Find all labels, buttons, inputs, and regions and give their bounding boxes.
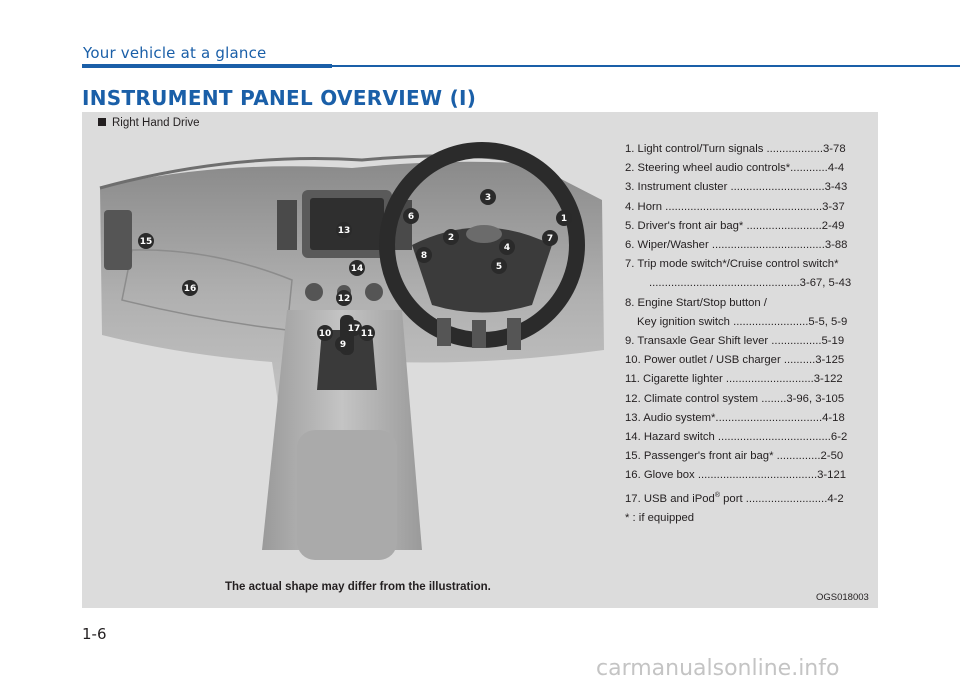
legend-item: 15. Passenger's front air bag* .........… [625, 450, 844, 463]
legend-item: 16. Glove box ..........................… [625, 469, 847, 482]
watermark: carmanualsonline.info [596, 656, 840, 681]
svg-text:2: 2 [448, 233, 454, 243]
legend-item: 11. Cigarette lighter ..................… [625, 373, 843, 386]
legend-item: 1. Light control/Turn signals ..........… [625, 143, 846, 155]
callout-7: 7 [542, 230, 558, 246]
callout-6: 6 [403, 208, 419, 224]
legend-item: 12. Climate control system ........3-96,… [625, 392, 845, 405]
callout-1: 1 [556, 210, 572, 226]
callout-3: 3 [480, 189, 496, 205]
legend-item: 9. Transaxle Gear Shift lever ..........… [625, 335, 845, 348]
svg-text:12: 12 [338, 294, 351, 304]
header-rule-thick [82, 64, 332, 68]
callout-9: 9 [335, 336, 351, 352]
svg-text:14: 14 [351, 264, 364, 274]
dashboard-illustration: 1 2 3 4 5 6 7 8 9 10 11 12 13 14 15 16 1… [99, 142, 604, 560]
left-vent [104, 210, 132, 270]
svg-text:3: 3 [485, 193, 491, 203]
legend-item: 10. Power outlet / USB charger .........… [625, 354, 845, 367]
callout-13: 13 [336, 222, 352, 238]
legend-item-continuation: Key ignition switch ....................… [637, 315, 848, 328]
legend-item: 2. Steering wheel audio controls*.......… [625, 162, 845, 175]
drive-label: Right Hand Drive [98, 117, 200, 129]
page-number: 1-6 [82, 625, 107, 643]
svg-text:9: 9 [340, 340, 346, 350]
armrest [297, 430, 397, 560]
legend-item: 8. Engine Start/Stop button / [625, 296, 767, 309]
callout-badges: 1 2 3 4 5 6 7 8 9 10 11 12 13 14 15 16 1… [138, 189, 572, 352]
pedal-3 [507, 318, 521, 350]
svg-text:17: 17 [348, 324, 361, 334]
legend-item-continuation: ........................................… [649, 277, 852, 290]
svg-text:5: 5 [496, 262, 502, 272]
callout-15: 15 [138, 233, 154, 249]
svg-text:8: 8 [421, 251, 427, 261]
svg-text:15: 15 [140, 237, 153, 247]
callout-11: 11 [359, 325, 375, 341]
registered-mark: ® [714, 491, 720, 499]
callout-14: 14 [349, 260, 365, 276]
svg-text:11: 11 [361, 329, 374, 339]
callout-5: 5 [491, 258, 507, 274]
svg-text:13: 13 [338, 226, 351, 236]
callout-2: 2 [443, 229, 459, 245]
legend-item: 17. USB and iPod® port .................… [625, 486, 875, 509]
illustration-disclaimer: The actual shape may differ from the ill… [225, 581, 491, 593]
callout-10: 10 [317, 325, 333, 341]
legend-item-17-pre: 17. USB and iPod [625, 492, 715, 505]
page-title: INSTRUMENT PANEL OVERVIEW (I) [82, 86, 477, 110]
legend-item: 3. Instrument cluster ..................… [625, 181, 848, 194]
legend-footnote: * : if equipped [625, 511, 695, 524]
legend-item-17-post: port ..........................4-2 [719, 492, 844, 505]
legend-item: 6. Wiper/Washer ........................… [625, 239, 848, 252]
callout-4: 4 [499, 239, 515, 255]
pedal-1 [437, 318, 451, 346]
gear-boot [317, 330, 377, 390]
figure-code: OGS018003 [816, 592, 869, 603]
svg-text:1: 1 [561, 214, 567, 224]
callout-12: 12 [336, 290, 352, 306]
steering-hub [412, 227, 552, 313]
section-title: Your vehicle at a glance [83, 44, 267, 62]
pedal-2 [472, 320, 486, 348]
center-left-vent [277, 200, 297, 250]
svg-text:4: 4 [504, 243, 510, 253]
legend-item: 4. Horn ................................… [625, 200, 845, 213]
legend-item: 5. Driver's front air bag* .............… [625, 219, 845, 232]
legend-item: 7. Trip mode switch*/Cruise control swit… [625, 258, 839, 271]
legend-item: 13. Audio system*.......................… [625, 411, 845, 424]
callout-8: 8 [416, 247, 432, 263]
header-rule-thin [332, 65, 960, 67]
callout-16: 16 [182, 280, 198, 296]
svg-text:7: 7 [547, 234, 553, 244]
svg-text:16: 16 [184, 284, 197, 294]
drive-label-text: Right Hand Drive [112, 117, 200, 129]
callout-17: 17 [346, 320, 362, 336]
svg-text:6: 6 [408, 212, 414, 222]
legend: 1. Light control/Turn signals ..........… [625, 140, 875, 528]
legend-item: 14. Hazard switch ......................… [625, 431, 848, 444]
svg-text:10: 10 [319, 329, 332, 339]
bullet-square-icon [98, 118, 106, 126]
